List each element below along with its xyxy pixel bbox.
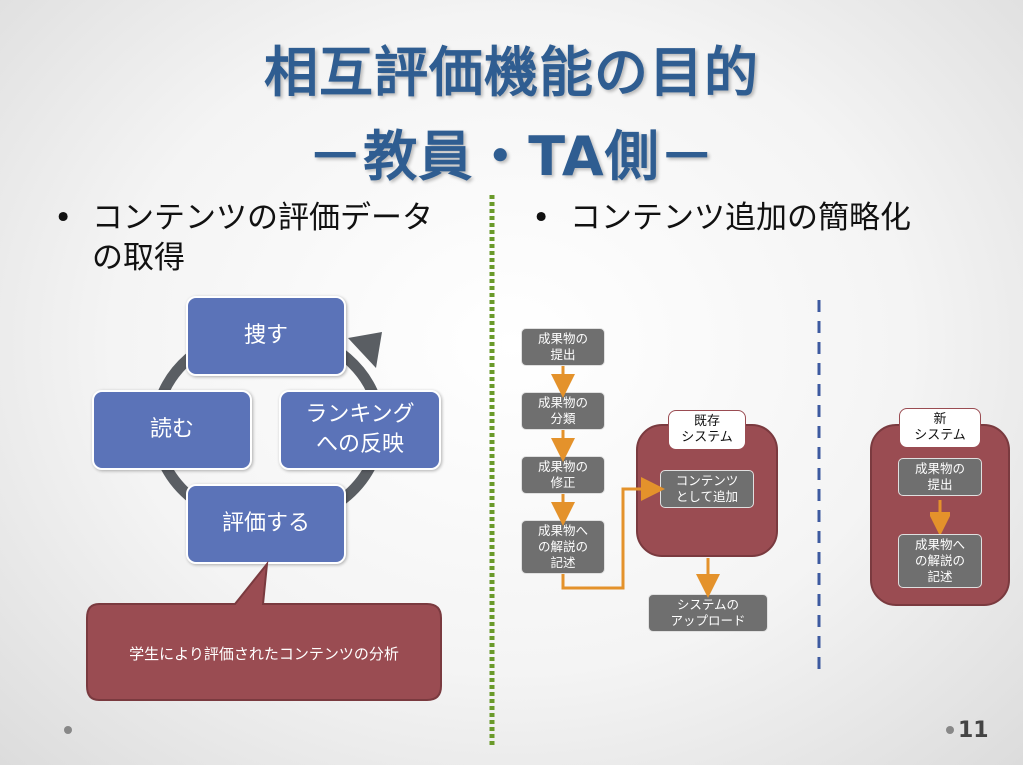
add-as-content-line1: コンテンツ [675,473,739,488]
flow-step-revise-line2: 修正 [550,475,576,490]
new-system-arrow [930,500,950,534]
bullet-dot: • [54,200,73,236]
flow-step-describe: 成果物へ の解説の 記述 [521,520,605,574]
footer-right-dot [946,726,954,734]
new-system-step-submit-line1: 成果物の [914,461,965,476]
new-system-step-submit: 成果物の 提出 [898,458,982,496]
cycle-read-label: 読む [149,417,194,442]
flow-step-classify-line2: 分類 [550,411,576,426]
flow-step-submit-line2: 提出 [550,347,576,362]
cycle-ranking-box: ランキング への反映 [279,390,441,470]
new-system-label: 新 システム [899,408,981,448]
new-system-label-line1: 新 [933,412,947,427]
green-dotted-divider [489,195,495,745]
flow-step-submit: 成果物の 提出 [521,328,605,366]
cycle-read-box: 読む [92,390,252,470]
blue-dashed-divider [817,300,821,678]
right-bullet: • コンテンツ追加の簡略化 [532,198,911,238]
cycle-arrowhead [348,332,382,368]
new-system-step-describe: 成果物へ の解説の 記述 [898,534,982,588]
slide-title-line1: 相互評価機能の目的 [264,41,759,104]
bullet-dot: • [532,200,551,236]
cycle-evaluate-box: 評価する [186,484,346,564]
system-upload-line1: システムの [676,597,740,612]
flow-step-revise-line1: 成果物の [537,459,588,474]
cycle-ranking-line1: ランキング [305,402,415,427]
cycle-ranking-line2: への反映 [315,432,404,457]
cycle-search-box: 捜す [186,296,346,376]
page-number: 11 [958,718,989,743]
arrow-to-existing [561,477,665,590]
footer-left-dot [64,726,72,734]
existing-system-label-line1: 既存 [693,414,720,429]
flow-arrows [551,366,720,598]
right-bullet-text: コンテンツ追加の簡略化 [570,200,911,236]
add-as-content-line2: として追加 [675,489,739,504]
flow-step-describe-line2: の解説の [537,539,588,554]
left-bullet-line1: コンテンツの評価データ [92,200,433,236]
flow-step-describe-line1: 成果物へ [537,523,588,538]
new-system-label-line2: システム [914,428,966,443]
callout-shape [86,560,442,701]
existing-system-label: 既存 システム [668,410,746,450]
flow-step-describe-line3: 記述 [550,555,576,570]
slide-title-line2: －教員・TA側－ [308,125,715,188]
cycle-search-label: 捜す [243,323,288,348]
left-bullet-line2: の取得 [92,240,185,276]
flow-step-submit-line1: 成果物の [537,331,588,346]
flow-step-classify-line1: 成果物の [537,395,588,410]
flow-step-classify: 成果物の 分類 [521,392,605,430]
callout-text: 学生により評価されたコンテンツの分析 [129,644,399,663]
new-system-step-describe-line3: 記述 [927,569,953,584]
system-upload-line2: アップロード [670,613,746,628]
system-upload-box: システムの アップロード [648,594,768,632]
new-system-step-describe-line1: 成果物へ [914,537,965,552]
cycle-evaluate-label: 評価する [221,511,310,536]
left-bullet: • コンテンツの評価データ の取得 [54,198,433,278]
new-system-step-describe-line2: の解説の [914,553,965,568]
new-system-step-submit-line2: 提出 [927,477,953,492]
existing-system-label-line2: システム [681,430,733,445]
